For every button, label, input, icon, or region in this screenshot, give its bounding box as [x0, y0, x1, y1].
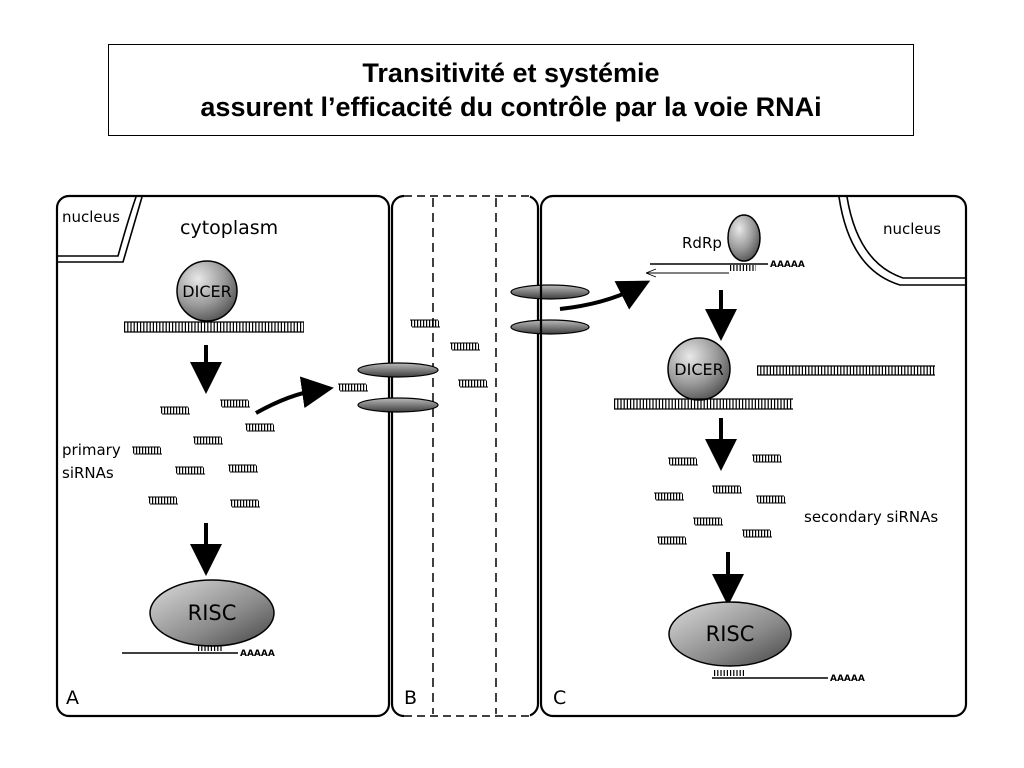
- pore-right: [510, 284, 590, 335]
- primary-sirnas-label-1: primary: [62, 441, 121, 459]
- dsrna-a: [124, 321, 304, 333]
- polya-c-top: AAAAA: [770, 260, 805, 270]
- sirna-duplex: [752, 454, 782, 463]
- risc-c: [668, 601, 792, 667]
- mobile-sirnas: [338, 319, 488, 392]
- panel-a-cytoplasm-label: cytoplasm: [180, 217, 278, 239]
- sirna-duplex: [654, 492, 684, 501]
- transport-arrow-b-to-c: [559, 280, 651, 311]
- dicer-c-label: DICER: [674, 360, 723, 379]
- sirna-duplex: [742, 529, 772, 538]
- primary-sirnas: [132, 399, 275, 508]
- dsrna-c: [614, 398, 793, 410]
- sirna-duplex: [693, 517, 723, 526]
- title-line-1: Transitivité et systémie: [362, 58, 660, 88]
- secondary-sirnas-label: secondary siRNAs: [804, 508, 938, 526]
- panel-c: nucleus RdRp AAAAA DICER secondary siRNA…: [539, 194, 968, 718]
- risc-c-label: RISC: [706, 622, 755, 646]
- panel-a-frame: [55, 194, 391, 718]
- sirna-duplex: [450, 342, 480, 351]
- sirna-duplex: [175, 466, 205, 475]
- panel-a: nucleus cytoplasm DICER primary siRNAs R…: [55, 194, 391, 718]
- sirna-duplex: [160, 406, 190, 415]
- panel-b: B: [338, 194, 540, 718]
- rdrp: [727, 214, 761, 262]
- sirna-duplex: [228, 464, 258, 473]
- panel-a-letter: A: [66, 687, 79, 709]
- risc-a-label: RISC: [188, 601, 237, 625]
- sirna-duplex: [756, 495, 786, 504]
- sirna-duplex: [148, 496, 178, 505]
- panel-c-frame: [539, 194, 968, 718]
- sirna-duplex: [668, 457, 698, 466]
- sirna-duplex: [245, 423, 275, 432]
- panel-c-nucleus-membrane: [838, 196, 965, 286]
- sirna-duplex: [230, 499, 260, 508]
- rdrp-label: RdRp: [682, 234, 722, 252]
- dicer-a-label: DICER: [182, 282, 231, 301]
- dicer-a: [176, 260, 238, 322]
- panel-c-nucleus-label: nucleus: [883, 220, 941, 238]
- panel-a-nucleus-label: nucleus: [62, 208, 120, 226]
- title-line-2: assurent l’efficacité du contrôle par la…: [200, 92, 822, 122]
- sirna-duplex: [132, 446, 162, 455]
- panel-b-frame: [390, 194, 540, 718]
- panel-b-letter: B: [404, 687, 417, 709]
- sirna-duplex: [220, 399, 250, 408]
- sirna-duplex: [712, 485, 742, 494]
- panel-c-letter: C: [553, 687, 566, 709]
- dsrna-c-free: [757, 365, 935, 376]
- polya-c: AAAAA: [830, 674, 865, 684]
- title-box: Transitivité et systémie assurent l’effi…: [108, 44, 914, 136]
- sirna-duplex: [657, 536, 687, 545]
- dicer-c: [667, 337, 731, 401]
- secondary-sirnas: [654, 454, 786, 545]
- sirna-duplex: [458, 379, 488, 388]
- sirna-duplex: [193, 436, 223, 445]
- sirna-duplex: [410, 319, 440, 328]
- primary-sirnas-label-2: siRNAs: [62, 464, 114, 482]
- sirna-duplex: [338, 383, 368, 392]
- polya-a: AAAAA: [240, 649, 275, 659]
- pore-left: [357, 362, 439, 413]
- transport-arrow-a-to-b: [255, 376, 334, 415]
- panel-a-nucleus-membrane: [58, 196, 137, 257]
